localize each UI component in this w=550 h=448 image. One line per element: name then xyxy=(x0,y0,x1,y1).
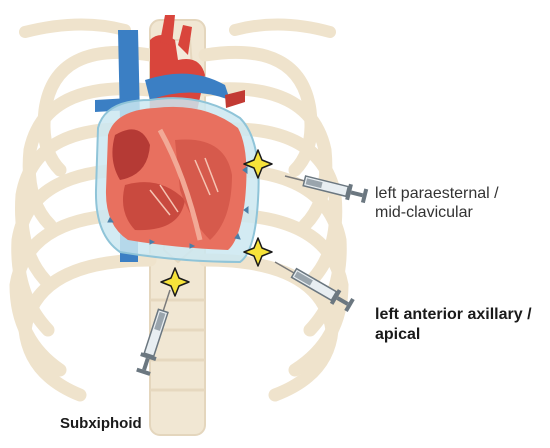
star-parasternal-icon xyxy=(243,149,273,179)
effusion-arrows xyxy=(107,166,249,249)
septum xyxy=(157,128,203,241)
clavicle-left xyxy=(19,18,131,38)
carotid-artery xyxy=(178,25,192,55)
label-apical-line1: left anterior axillary / xyxy=(375,306,532,323)
right-ventricle xyxy=(122,182,185,231)
label-subxiphoid-text: Subxiphoid xyxy=(60,415,142,432)
label-apical-line2: apical xyxy=(375,326,421,343)
puncture-stars xyxy=(160,149,273,297)
left-ventricle xyxy=(175,139,232,240)
pulmonary-vein-right xyxy=(225,90,245,108)
label-subxiphoid: Subxiphoid xyxy=(60,415,142,433)
label-parasternal-line2: mid-clavicular xyxy=(375,204,473,221)
clavicle-right xyxy=(229,18,336,38)
syringe-subxiphoid xyxy=(136,289,171,376)
syringe-parasternal xyxy=(284,175,369,204)
star-apical-icon xyxy=(243,237,273,267)
brachiocephalic-artery xyxy=(160,15,175,45)
right-atrium xyxy=(112,129,150,180)
chordae xyxy=(149,157,219,216)
label-parasternal-line1: left paraesternal / xyxy=(375,185,499,202)
label-parasternal: left paraesternal / mid-clavicular xyxy=(375,184,499,222)
label-apical: left anterior axillary / apical xyxy=(375,305,532,345)
star-subxiphoid-icon xyxy=(160,267,190,297)
rib-left-6 xyxy=(18,253,157,402)
heart xyxy=(94,97,260,264)
syringe-apical xyxy=(274,261,355,313)
pulmonary-trunk xyxy=(145,73,230,100)
